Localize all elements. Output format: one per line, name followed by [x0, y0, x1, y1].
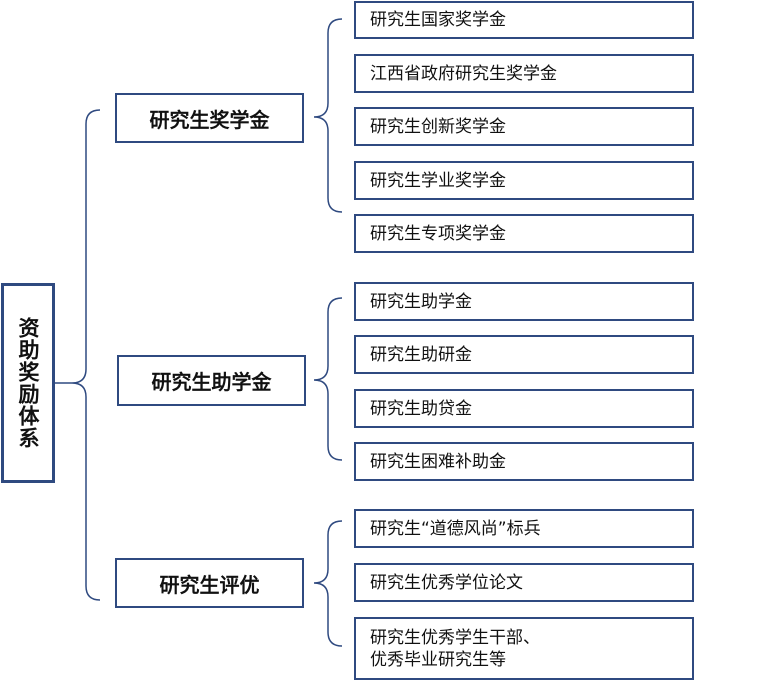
leaf-item: 研究生助学金 — [354, 282, 694, 321]
leaf-item: 研究生国家奖学金 — [354, 1, 694, 39]
leaf-item: 研究生专项奖学金 — [354, 214, 694, 253]
category-scholarship: 研究生奖学金 — [115, 93, 304, 143]
leaf-item: 研究生优秀学位论文 — [354, 563, 694, 602]
leaf-item: 研究生优秀学生干部、 优秀毕业研究生等 — [354, 617, 694, 680]
category-grant: 研究生助学金 — [117, 355, 306, 406]
leaf-item: 研究生助贷金 — [354, 389, 694, 428]
leaf-item: 研究生学业奖学金 — [354, 161, 694, 200]
root-bracket — [71, 109, 101, 601]
leaf-item: 研究生助研金 — [354, 335, 694, 374]
leaf-item: 研究生创新奖学金 — [354, 107, 694, 146]
category-evaluation: 研究生评优 — [115, 558, 304, 608]
root-label: 资助奖励体系 — [16, 317, 40, 449]
scholarship-bracket — [313, 18, 343, 213]
leaf-item: 研究生困难补助金 — [354, 442, 694, 481]
leaf-item: 研究生“道德风尚”标兵 — [354, 509, 694, 548]
root-node: 资助奖励体系 — [1, 283, 55, 483]
leaf-item: 江西省政府研究生奖学金 — [354, 54, 694, 93]
grant-bracket — [313, 297, 343, 461]
evaluation-bracket — [313, 520, 343, 647]
